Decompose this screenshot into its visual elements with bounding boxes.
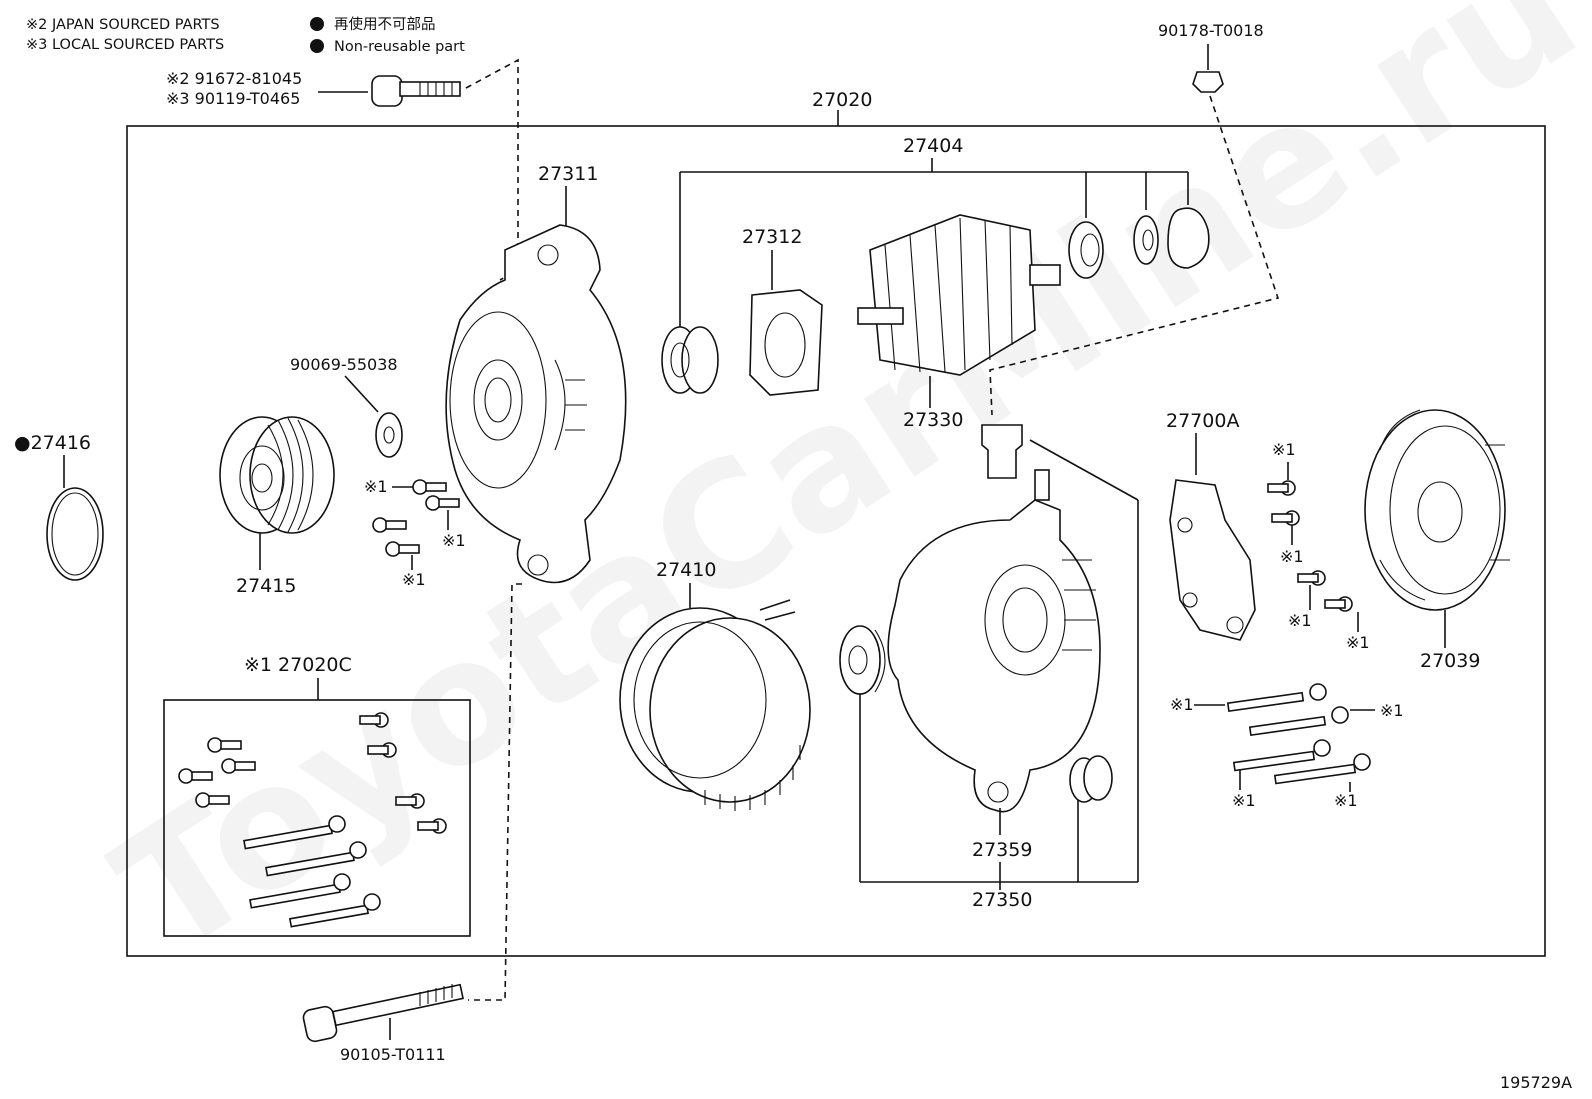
through-bolt-top: ※2 91672-81045 ※3 90119-T0465 bbox=[166, 58, 519, 281]
legend-local-sourced: ※3 LOCAL SOURCED PARTS bbox=[26, 37, 224, 53]
diagram-id: 195729A bbox=[1500, 1073, 1572, 1092]
label-27020: 27020 bbox=[812, 89, 872, 111]
part-27700A-regulator: 27700A bbox=[1166, 410, 1256, 641]
part-27350-rear-frame bbox=[887, 469, 1101, 813]
part-27359-bushing bbox=[1069, 755, 1113, 803]
label-27415: 27415 bbox=[236, 575, 296, 597]
bearing-front bbox=[661, 172, 719, 394]
label-27330: 27330 bbox=[903, 409, 963, 431]
label-91672: ※2 91672-81045 bbox=[166, 69, 302, 88]
group-27404: 27404 bbox=[680, 135, 1210, 279]
mark-x1: ※1 bbox=[1272, 440, 1296, 459]
legend-non-reusable-jp: 再使用不可部品 bbox=[334, 16, 436, 33]
label-27020C: ※1 27020C bbox=[244, 654, 352, 676]
legend-japan-sourced: ※2 JAPAN SOURCED PARTS bbox=[26, 17, 220, 33]
label-27416: ●27416 bbox=[14, 432, 91, 454]
label-27410: 27410 bbox=[656, 559, 716, 581]
label-27312: 27312 bbox=[742, 226, 802, 248]
through-bolt-bottom: 90105-T0111 bbox=[302, 983, 464, 1064]
mark-x1: ※1 bbox=[364, 477, 388, 496]
legend: ※2 JAPAN SOURCED PARTS ※3 LOCAL SOURCED … bbox=[26, 16, 465, 55]
non-reusable-dot-icon bbox=[310, 17, 324, 31]
label-90119: ※3 90119-T0465 bbox=[166, 89, 300, 108]
label-27404: 27404 bbox=[903, 135, 963, 157]
label-27039: 27039 bbox=[1420, 650, 1480, 672]
part-90178: 90178-T0018 bbox=[989, 21, 1280, 416]
label-27350: 27350 bbox=[972, 889, 1032, 911]
mark-x1: ※1 bbox=[1380, 701, 1404, 720]
mark-x1: ※1 bbox=[1288, 611, 1312, 630]
kit-27020C: ※1 27020C bbox=[163, 654, 471, 937]
label-90105: 90105-T0111 bbox=[340, 1045, 446, 1064]
mark-x1: ※1 bbox=[1280, 547, 1304, 566]
bearing-rear bbox=[839, 625, 886, 695]
screws-regulator: ※1 ※1 ※1 ※1 bbox=[1267, 440, 1370, 652]
label-27359: 27359 bbox=[972, 839, 1032, 861]
assembly-boundary-box bbox=[126, 125, 1546, 957]
label-90069: 90069-55038 bbox=[290, 355, 398, 374]
label-90178: 90178-T0018 bbox=[1158, 21, 1264, 40]
non-reusable-dot-icon bbox=[310, 39, 324, 53]
part-27416: ●27416 bbox=[14, 432, 104, 581]
part-27039-rear-cover: 27039 bbox=[1364, 409, 1510, 672]
kit-box bbox=[163, 699, 471, 937]
part-27415-pulley: 27415 bbox=[219, 416, 335, 597]
mark-x1: ※1 bbox=[1232, 791, 1256, 810]
mark-x1: ※1 bbox=[1170, 695, 1194, 714]
kit-screws bbox=[178, 712, 447, 928]
label-27700A: 27700A bbox=[1166, 410, 1239, 432]
mark-x1: ※1 bbox=[1346, 633, 1370, 652]
part-27330-rotor: 27330 bbox=[857, 214, 1061, 431]
part-27410-stator: 27410 bbox=[619, 559, 811, 811]
mark-x1: ※1 bbox=[442, 531, 466, 550]
part-27311-drive-frame: 27311 bbox=[445, 163, 627, 1001]
part-90069-washer: 90069-55038 bbox=[290, 355, 403, 458]
mark-x1: ※1 bbox=[402, 570, 426, 589]
label-27311: 27311 bbox=[538, 163, 598, 185]
long-bolts-right: ※1 ※1 ※1 ※1 bbox=[1170, 683, 1404, 810]
legend-non-reusable-en: Non-reusable part bbox=[334, 39, 465, 55]
part-27312-retainer-plate: 27312 bbox=[742, 226, 823, 396]
screws-front: ※1 ※1 ※1 bbox=[364, 477, 466, 589]
mark-x1: ※1 bbox=[1334, 791, 1358, 810]
brush-holder bbox=[981, 424, 1139, 882]
